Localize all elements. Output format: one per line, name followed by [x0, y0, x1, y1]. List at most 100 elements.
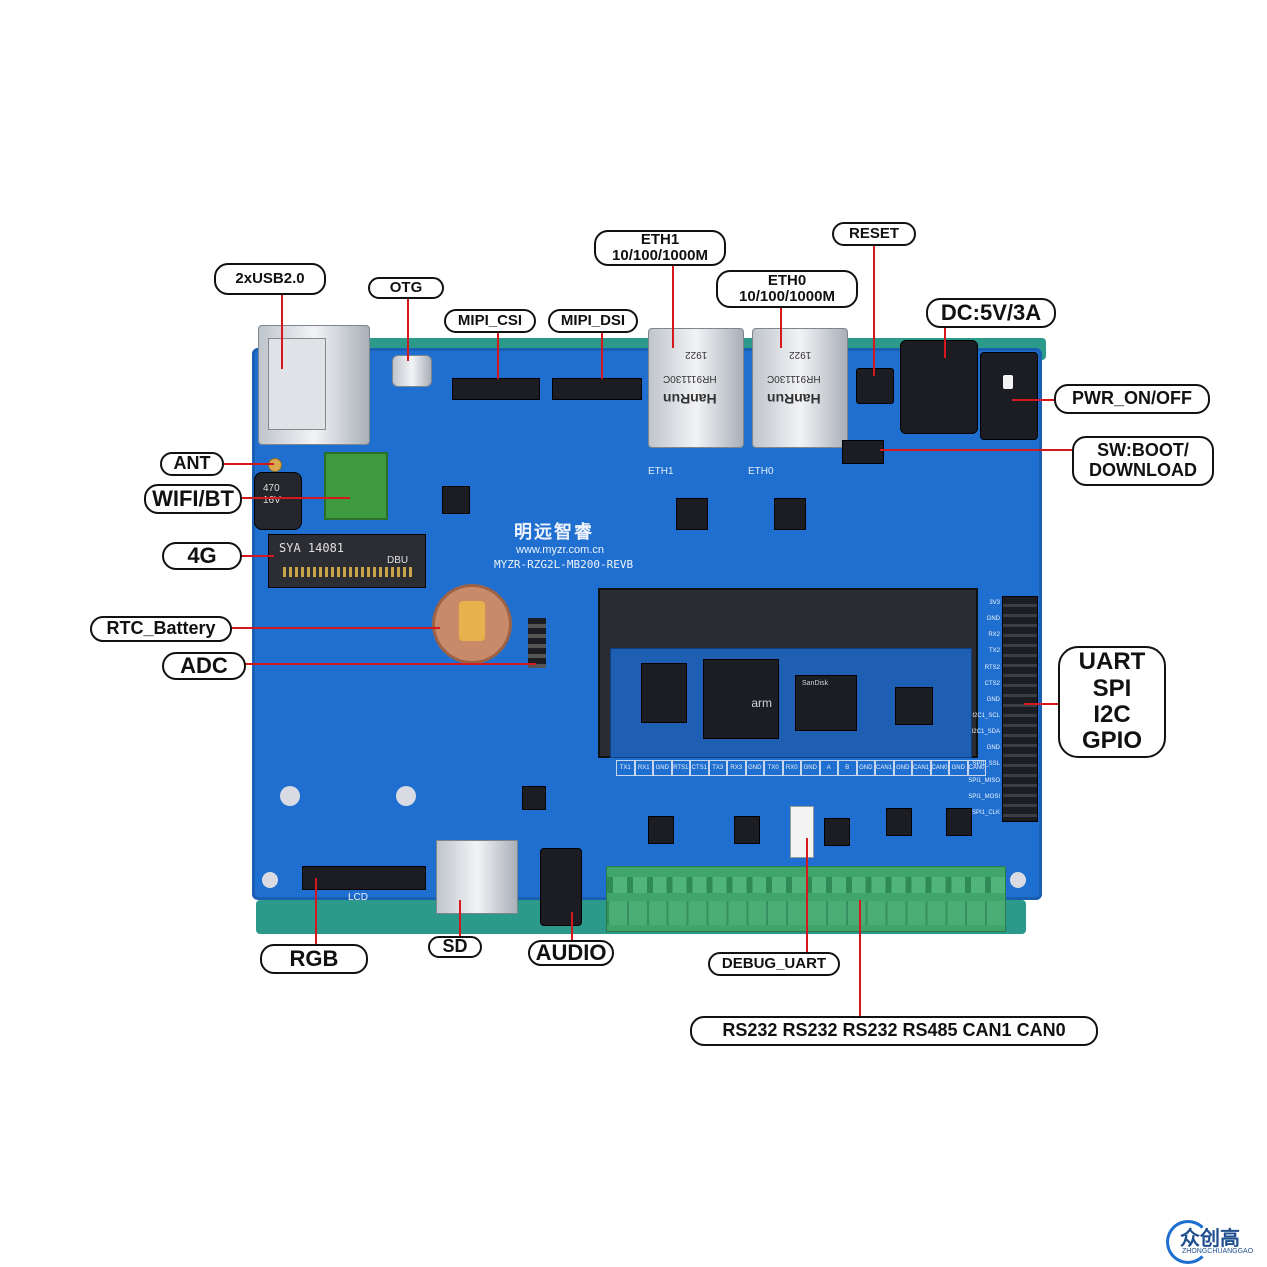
header-label: GND	[986, 745, 1000, 752]
label-adc: ADC	[162, 652, 246, 680]
eth1-jack-year: 1922	[685, 349, 708, 360]
leader-usb	[281, 293, 283, 369]
eth1-jack-brand: HanRun	[663, 391, 717, 407]
som-pmic	[895, 687, 933, 725]
eth0-jack: HanRun HR911130C 1922	[752, 328, 848, 448]
ic-eth1-phy	[676, 498, 708, 530]
label-uart: UART	[1078, 648, 1146, 676]
leader-eth1	[672, 264, 674, 348]
label-sw-line1: SW:BOOT/	[1097, 440, 1189, 461]
terminal-label: RX0	[782, 760, 801, 776]
som-flash: SanDisk	[795, 675, 857, 731]
ic-audio	[522, 786, 546, 810]
soc-brand: arm	[751, 696, 772, 710]
label-eth1: ETH1 10/100/1000M	[594, 230, 726, 266]
label-eth1-speed: 10/100/1000M	[612, 247, 708, 264]
mount-hole	[262, 872, 278, 888]
ic-transceiver-4	[886, 808, 912, 836]
label-mipi-dsi: MIPI_DSI	[548, 309, 638, 333]
label-dc: DC:5V/3A	[926, 298, 1056, 328]
lcd-connector	[302, 866, 426, 890]
header-label: RX2	[988, 632, 1000, 639]
mipi-dsi-connector	[552, 378, 642, 400]
leader-ant	[222, 463, 274, 465]
leader-rtc	[230, 627, 440, 629]
label-4g: 4G	[162, 542, 242, 570]
terminal-label: GND	[856, 760, 875, 776]
label-ant: ANT	[160, 452, 224, 476]
leader-reset	[873, 244, 875, 376]
som-soc: arm	[703, 659, 779, 739]
audio-jack	[540, 848, 582, 926]
reset-button[interactable]	[856, 368, 894, 404]
adc-header	[528, 618, 546, 668]
header-label: SPI1_SSL	[972, 761, 1000, 768]
leader-wifi	[240, 497, 350, 499]
label-otg: OTG	[368, 277, 444, 299]
boot-switch[interactable]	[842, 440, 884, 464]
ic-eth0-phy	[774, 498, 806, 530]
watermark: 众创高 ZHONGCHUANGGAO	[1166, 1220, 1262, 1264]
url-silk: www.myzr.com.cn	[516, 544, 605, 556]
terminal-label: CAN0_L	[930, 760, 949, 776]
ic-transceiver-5	[946, 808, 972, 836]
terminal-label: CAN1_H	[912, 760, 931, 776]
usb-port	[268, 338, 326, 430]
header-label: SPI1_CLK	[971, 809, 1000, 816]
label-reset: RESET	[832, 222, 916, 246]
capacitor-voltage: 16V	[263, 495, 281, 506]
header-label: I2C1_SCL	[972, 712, 1000, 719]
model-silk: MYZR-RZG2L-MB200-REVB	[494, 558, 634, 571]
ant-connector	[268, 458, 282, 472]
label-mipi-csi: MIPI_CSI	[444, 309, 536, 333]
terminal-label: GND	[745, 760, 764, 776]
leader-sd	[459, 900, 461, 936]
terminal-label: CTS1	[690, 760, 709, 776]
terminal-label: A	[819, 760, 838, 776]
terminal-label: RX1	[634, 760, 653, 776]
label-eth1-name: ETH1	[640, 230, 680, 248]
leader-sw	[880, 449, 1072, 451]
label-rtc: RTC_Battery	[90, 616, 232, 642]
leader-mipi-dsi	[601, 331, 603, 379]
terminal-label: GND	[949, 760, 968, 776]
leader-pwr	[1012, 399, 1056, 401]
eth0-jack-code: HR911130C	[767, 373, 821, 384]
leader-rgb	[315, 878, 317, 944]
header-label: SPI1_MISO	[968, 777, 1000, 784]
rtc-battery	[432, 584, 512, 664]
terminal-label: GND	[653, 760, 672, 776]
leader-audio	[571, 912, 573, 942]
label-gpio: UART SPI I2C GPIO	[1058, 646, 1166, 758]
ic-transceiver-1	[648, 816, 674, 844]
lcd-silk: LCD	[348, 892, 369, 903]
som-ram	[641, 663, 687, 723]
header-label: TX2	[988, 648, 1000, 655]
terminal-label: RTS1	[671, 760, 690, 776]
leader-adc	[244, 663, 536, 665]
terminal-label: RX3	[727, 760, 746, 776]
eth1-jack-code: HR911130C	[663, 373, 717, 384]
eth1-silk: ETH1	[648, 466, 674, 477]
mipi-csi-connector	[452, 378, 540, 400]
label-eth0-speed: 10/100/1000M	[739, 288, 835, 305]
label-sw-line2: DOWNLOAD	[1089, 460, 1197, 480]
leader-gpio	[1024, 703, 1060, 705]
label-bus: RS232 RS232 RS232 RS485 CAN1 CAN0	[690, 1016, 1098, 1046]
capacitor: 470 16V	[254, 472, 302, 530]
som-module: arm SanDisk	[610, 648, 972, 758]
terminal-label: CAN1_L	[875, 760, 894, 776]
sd-slot	[436, 840, 518, 914]
power-switch[interactable]	[980, 352, 1038, 440]
flash-brand: SanDisk	[802, 680, 829, 687]
label-pwr: PWR_ON/OFF	[1054, 384, 1210, 414]
label-spi: SPI	[1092, 674, 1132, 702]
header-label: RTS2	[984, 664, 1000, 671]
header-label: GND	[986, 616, 1000, 623]
eth0-jack-brand: HanRun	[767, 391, 821, 407]
header-label: 3V3	[989, 600, 1000, 606]
leader-dc	[944, 326, 946, 358]
terminal-label: TX1	[616, 760, 635, 776]
label-i2c: I2C	[1093, 701, 1131, 728]
